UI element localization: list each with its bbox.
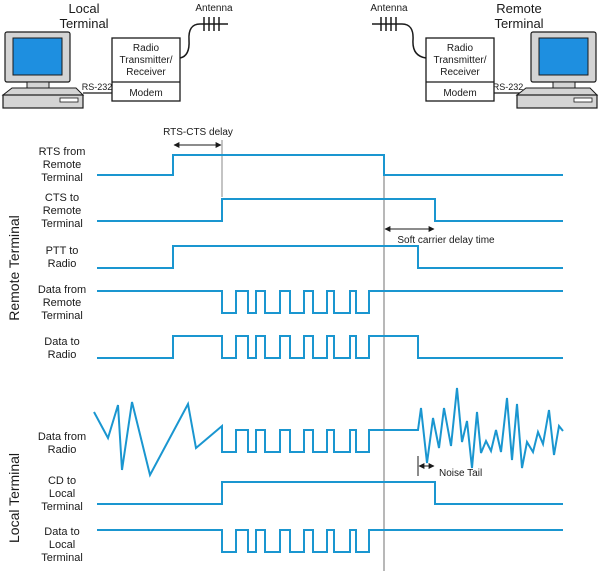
svg-text:Terminal: Terminal: [41, 501, 83, 513]
remote-rs232-label: RS-232: [493, 82, 524, 92]
svg-text:Terminal: Terminal: [41, 218, 83, 230]
rts-cts-delay-label: RTS-CTS delay: [163, 127, 233, 138]
waveform-data-from-radio: [93, 387, 564, 478]
local-antenna-icon: [179, 17, 228, 59]
remote-radio-line2: Transmitter/: [434, 55, 487, 66]
soft-carrier-delay-label: Soft carrier delay time: [397, 235, 495, 246]
svg-text:Data to: Data to: [44, 336, 79, 348]
svg-text:Radio: Radio: [48, 444, 77, 456]
local-radio-line3: Receiver: [126, 67, 166, 78]
remote-radio-modem-box: [425, 37, 495, 102]
signal-label-data-from-radio: Data from Radio: [38, 431, 86, 456]
remote-antenna-label: Antenna: [370, 3, 408, 14]
svg-text:Local: Local: [49, 539, 75, 551]
waveform-data-from-remote: [97, 290, 563, 314]
signal-label-data-to-radio: Data to Radio: [44, 336, 79, 361]
local-radio-line2: Transmitter/: [120, 55, 173, 66]
svg-text:Terminal: Terminal: [41, 552, 83, 564]
remote-antenna-icon: [372, 17, 427, 59]
local-rs232-label: RS-232: [82, 82, 113, 92]
remote-title-line1: Remote: [496, 1, 542, 16]
signal-label-data-to-local: Data to Local Terminal: [41, 526, 83, 564]
svg-text:Remote: Remote: [43, 159, 82, 171]
group-label-local: Local Terminal: [6, 453, 22, 543]
waveform-data-to-radio: [97, 335, 563, 359]
group-label-remote: Remote Terminal: [6, 215, 22, 321]
local-computer-icon: [1, 31, 85, 109]
svg-text:Data to: Data to: [44, 526, 79, 538]
svg-text:RTS from: RTS from: [39, 146, 86, 158]
local-radio-line1: Radio: [133, 43, 160, 54]
signal-label-cts: CTS to Remote Terminal: [41, 192, 83, 230]
waveform-cts: [97, 198, 563, 222]
remote-title-line2: Terminal: [494, 16, 543, 31]
waveform-ptt: [97, 245, 563, 269]
waveform-rts: [97, 154, 563, 176]
svg-text:CTS to: CTS to: [45, 192, 79, 204]
local-modem-label: Modem: [129, 88, 162, 99]
svg-text:Local: Local: [49, 488, 75, 500]
signal-label-rts: RTS from Remote Terminal: [39, 146, 86, 184]
remote-computer-icon: [515, 31, 599, 109]
local-radio-modem-box: [111, 37, 181, 102]
svg-text:Remote: Remote: [43, 297, 82, 309]
svg-text:Radio: Radio: [48, 349, 77, 361]
svg-text:Remote: Remote: [43, 205, 82, 217]
remote-radio-line3: Receiver: [440, 67, 480, 78]
noise-tail-label: Noise Tail: [439, 468, 482, 479]
waveform-data-to-local: [97, 529, 563, 553]
svg-text:Terminal: Terminal: [41, 172, 83, 184]
svg-text:Data from: Data from: [38, 431, 86, 443]
remote-modem-label: Modem: [443, 88, 476, 99]
svg-text:PTT to: PTT to: [46, 245, 79, 257]
waveform-cd: [97, 481, 563, 505]
local-antenna-label: Antenna: [195, 3, 233, 14]
svg-text:Data from: Data from: [38, 284, 86, 296]
signal-label-ptt: PTT to Radio: [46, 245, 79, 270]
svg-text:Terminal: Terminal: [41, 310, 83, 322]
svg-text:CD to: CD to: [48, 475, 76, 487]
remote-radio-line1: Radio: [447, 43, 474, 54]
local-title-line1: Local: [68, 1, 99, 16]
signal-label-cd: CD to Local Terminal: [41, 475, 83, 513]
local-title-line2: Terminal: [59, 16, 108, 31]
signal-label-data-from-remote: Data from Remote Terminal: [38, 284, 86, 322]
svg-text:Radio: Radio: [48, 258, 77, 270]
